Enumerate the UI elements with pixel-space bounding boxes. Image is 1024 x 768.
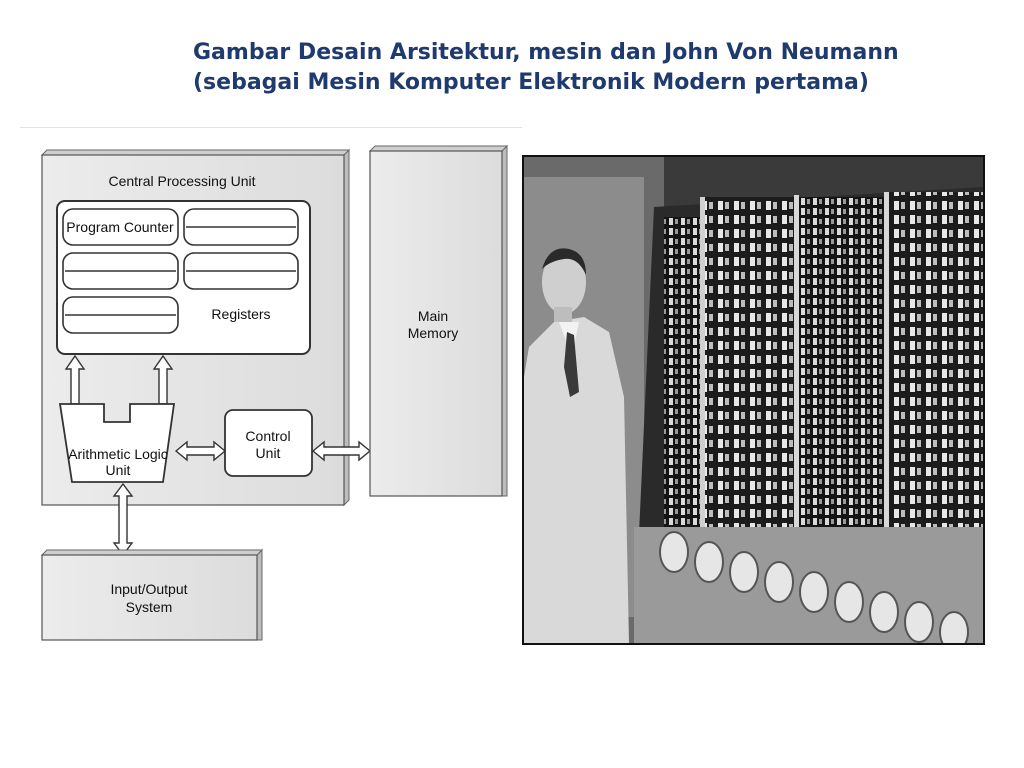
control-unit-label-line2: Unit bbox=[256, 445, 281, 461]
program-counter-register bbox=[62, 208, 179, 246]
von-neumann-architecture-diagram: Central Processing Unit Program Counter … bbox=[40, 144, 509, 641]
main-memory-label-line2: Memory bbox=[408, 325, 459, 341]
registers-label: Registers bbox=[211, 306, 270, 322]
title-divider bbox=[20, 127, 522, 128]
main-memory-label-line1: Main bbox=[418, 308, 448, 324]
cpu-label: Central Processing Unit bbox=[108, 173, 255, 189]
alu-label-line2: Unit bbox=[106, 462, 131, 478]
slide-title: Gambar Desain Arsitektur, mesin dan John… bbox=[193, 40, 899, 95]
alu-block bbox=[58, 403, 176, 483]
main-memory-block bbox=[368, 144, 509, 497]
person-figure bbox=[524, 248, 629, 643]
program-counter-label: Program Counter bbox=[66, 219, 174, 235]
alu-label-line1: Arithmetic Logic bbox=[68, 446, 168, 462]
io-system-label-line2: System bbox=[126, 599, 173, 615]
register-slot bbox=[62, 296, 179, 334]
register-slot bbox=[183, 208, 299, 246]
register-slot bbox=[183, 252, 299, 290]
photo-illustration bbox=[524, 157, 983, 643]
io-system-label-line1: Input/Output bbox=[110, 581, 187, 597]
alu-io-arrow bbox=[112, 482, 134, 557]
register-slot bbox=[62, 252, 179, 290]
io-system-block bbox=[40, 548, 264, 641]
control-unit-label-line1: Control bbox=[245, 428, 290, 444]
control-unit-block bbox=[224, 409, 313, 477]
von-neumann-machine-photo bbox=[522, 155, 985, 645]
